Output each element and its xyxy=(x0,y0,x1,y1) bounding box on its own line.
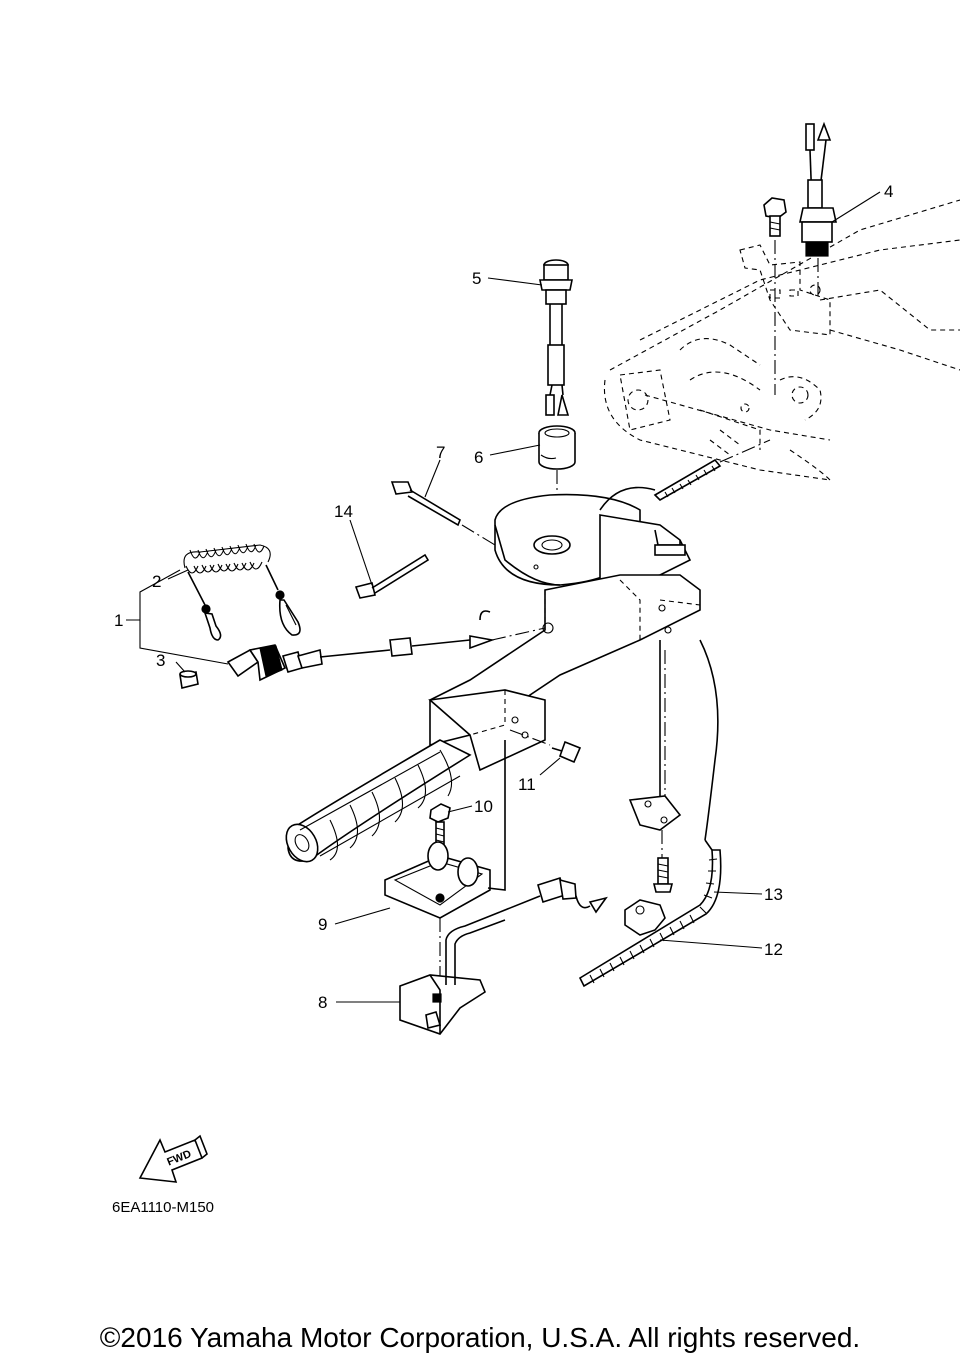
callout-12: 12 xyxy=(764,940,783,959)
callout-11: 11 xyxy=(518,775,536,794)
part-1-stop-switch xyxy=(226,610,546,682)
callout-6: 6 xyxy=(474,448,483,467)
callout-2: 2 xyxy=(152,572,161,591)
bottom-cowling xyxy=(603,199,960,481)
callout-5: 5 xyxy=(472,269,481,288)
callout-4: 4 xyxy=(884,182,893,201)
control-cable xyxy=(599,439,771,511)
part-4-neutral-switch xyxy=(739,121,837,395)
leader-lines xyxy=(126,191,881,1003)
part-11-screw xyxy=(509,729,582,764)
diagram-code: 6EA1110-M150 xyxy=(112,1199,214,1216)
callout-1: 1 xyxy=(114,611,123,630)
callout-9: 9 xyxy=(318,915,327,934)
callout-13: 13 xyxy=(764,885,783,904)
part-2-lanyard xyxy=(183,543,301,641)
callout-numbers: 1 2 3 4 5 6 7 8 9 10 11 12 13 14 xyxy=(114,182,893,1012)
callout-3: 3 xyxy=(156,651,165,670)
part-5-switch-lead xyxy=(539,259,573,416)
callout-10: 10 xyxy=(474,797,493,816)
part-6-collar xyxy=(538,425,576,540)
callout-14: 14 xyxy=(334,502,353,521)
part-3-cap xyxy=(179,670,199,689)
part-12-13-cable-clamp xyxy=(578,795,722,988)
callout-8: 8 xyxy=(318,993,327,1012)
fwd-arrow-icon: FWD xyxy=(138,1134,208,1183)
steering-handle-assembly xyxy=(285,493,719,863)
part-9-bracket xyxy=(384,740,506,919)
part-14-band xyxy=(354,553,430,599)
part-8-electrical-unit xyxy=(399,876,608,1035)
part-7-cable-tie xyxy=(390,481,496,546)
callout-7: 7 xyxy=(436,443,445,462)
copyright-notice: ©2016 Yamaha Motor Corporation, U.S.A. A… xyxy=(99,1322,861,1353)
